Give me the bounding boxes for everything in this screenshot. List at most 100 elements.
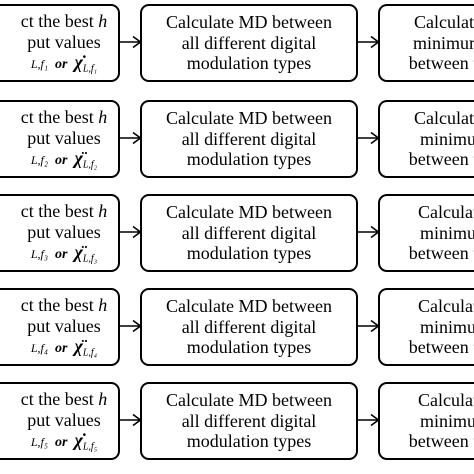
formula: L,f₁ or χ̇L,f₁ <box>25 52 97 75</box>
calculate-md-box: Calculate MD between all different digit… <box>140 194 358 272</box>
calc-line1: Calculate <box>414 107 474 128</box>
formula-chi: χ̈ <box>74 148 83 169</box>
calculate-minimum-box: Calculate minimum between th <box>378 4 474 82</box>
formula-or: or <box>55 153 68 169</box>
formula-chi: χ̈ <box>74 336 83 357</box>
md-line3: modulation types <box>186 431 312 452</box>
select-values-box: ct the best h put values L,f₄ or χ̈L,f₄ <box>0 288 120 366</box>
formula-chi: χ̈ <box>74 242 83 263</box>
select-var: h <box>98 106 108 127</box>
md-line2: all different digital <box>181 410 317 431</box>
calc-line1: Calculat <box>418 201 474 222</box>
formula-or: or <box>55 247 68 263</box>
formula-sub: L,f₃ <box>30 247 49 262</box>
flow-row-2: ct the best h put values L,f₂ or χ̈L,f₂ … <box>0 96 474 180</box>
select-line2: put values <box>27 221 101 242</box>
select-values-box: ct the best h put values L,f₅ or χ̇L,f₅ <box>0 382 120 460</box>
md-line1: Calculate MD between <box>166 201 332 222</box>
select-line1: ct the best <box>20 294 94 315</box>
arrow-right-icon <box>356 131 380 145</box>
select-line2: put values <box>27 409 101 430</box>
calculate-minimum-box: Calculat minimu between th <box>378 288 474 366</box>
select-var: h <box>98 388 108 409</box>
select-line1: ct the best <box>20 106 94 127</box>
select-values-box: ct the best h put values L,f₃ or χ̈L,f₃ <box>0 194 120 272</box>
md-line2: all different digital <box>181 316 317 337</box>
md-line2: all different digital <box>181 222 317 243</box>
md-line3: modulation types <box>186 149 312 170</box>
formula-chi: χ̇ <box>74 430 83 451</box>
calc-line3: between th <box>408 149 474 170</box>
formula-chi: χ̇ <box>74 52 83 73</box>
md-line3: modulation types <box>186 337 312 358</box>
select-line2: put values <box>27 31 101 52</box>
arrow-right-icon <box>356 319 380 333</box>
flow-row-3: ct the best h put values L,f₃ or χ̈L,f₃ … <box>0 190 474 274</box>
arrow-right-icon <box>118 319 142 333</box>
select-var: h <box>98 200 108 221</box>
md-line2: all different digital <box>181 128 317 149</box>
flow-row-1: ct the best h put values L,f₁ or χ̇L,f₁ … <box>0 0 474 84</box>
formula: L,f₃ or χ̈L,f₃ <box>25 242 97 265</box>
formula-chi-sub: L,f₁ <box>82 63 98 75</box>
select-var: h <box>98 294 108 315</box>
calc-line3: between th <box>408 337 474 358</box>
calculate-md-box: Calculate MD between all different digit… <box>140 288 358 366</box>
calc-line2: minimum <box>412 32 474 53</box>
arrow-right-icon <box>118 413 142 427</box>
md-line2: all different digital <box>181 32 317 53</box>
calculate-minimum-box: Calculat minimu between th <box>378 194 474 272</box>
formula-chi-sub: L,f₅ <box>82 441 98 453</box>
md-line1: Calculate MD between <box>166 107 332 128</box>
calculate-md-box: Calculate MD between all different digit… <box>140 382 358 460</box>
select-line2: put values <box>27 127 101 148</box>
md-line3: modulation types <box>186 53 312 74</box>
arrow-right-icon <box>356 225 380 239</box>
calc-line2: minimu <box>419 128 474 149</box>
formula-or: or <box>55 341 68 357</box>
calc-line2: minimu <box>419 410 474 431</box>
arrow-right-icon <box>356 413 380 427</box>
calc-line1: Calculate <box>414 11 474 32</box>
calc-line1: Calculat <box>418 295 474 316</box>
select-line1: ct the best <box>20 200 94 221</box>
formula-or: or <box>55 57 68 73</box>
formula-or: or <box>55 435 68 451</box>
formula: L,f₅ or χ̇L,f₅ <box>25 430 97 453</box>
select-line1: ct the best <box>20 10 94 31</box>
formula-chi-sub: L,f₄ <box>82 347 98 359</box>
select-values-box: ct the best h put values L,f₂ or χ̈L,f₂ <box>0 100 120 178</box>
select-values-box: ct the best h put values L,f₁ or χ̇L,f₁ <box>0 4 120 82</box>
calc-line2: minimu <box>419 222 474 243</box>
flow-row-4: ct the best h put values L,f₄ or χ̈L,f₄ … <box>0 284 474 368</box>
calculate-minimum-box: Calculate minimu between th <box>378 100 474 178</box>
formula: L,f₄ or χ̈L,f₄ <box>25 336 97 359</box>
md-line3: modulation types <box>186 243 312 264</box>
formula: L,f₂ or χ̈L,f₂ <box>25 148 97 171</box>
calc-line1: Calculat <box>418 389 474 410</box>
md-line1: Calculate MD between <box>166 295 332 316</box>
formula-sub: L,f₅ <box>30 435 49 450</box>
calculate-md-box: Calculate MD between all different digit… <box>140 100 358 178</box>
calc-line2: minimu <box>419 316 474 337</box>
calc-line3: between th <box>408 243 474 264</box>
calculate-minimum-box: Calculat minimu between th <box>378 382 474 460</box>
calc-line3: between th <box>408 53 474 74</box>
select-var: h <box>98 10 108 31</box>
arrow-right-icon <box>118 35 142 49</box>
md-line1: Calculate MD between <box>166 389 332 410</box>
select-line2: put values <box>27 315 101 336</box>
flow-row-5: ct the best h put values L,f₅ or χ̇L,f₅ … <box>0 378 474 462</box>
formula-sub: L,f₄ <box>30 341 49 356</box>
formula-sub: L,f₁ <box>30 57 49 72</box>
md-line1: Calculate MD between <box>166 11 332 32</box>
arrow-right-icon <box>118 131 142 145</box>
arrow-right-icon <box>356 35 380 49</box>
select-line1: ct the best <box>20 388 94 409</box>
calculate-md-box: Calculate MD between all different digit… <box>140 4 358 82</box>
formula-chi-sub: L,f₃ <box>82 253 98 265</box>
formula-chi-sub: L,f₂ <box>82 159 98 171</box>
calc-line3: between th <box>408 431 474 452</box>
arrow-right-icon <box>118 225 142 239</box>
